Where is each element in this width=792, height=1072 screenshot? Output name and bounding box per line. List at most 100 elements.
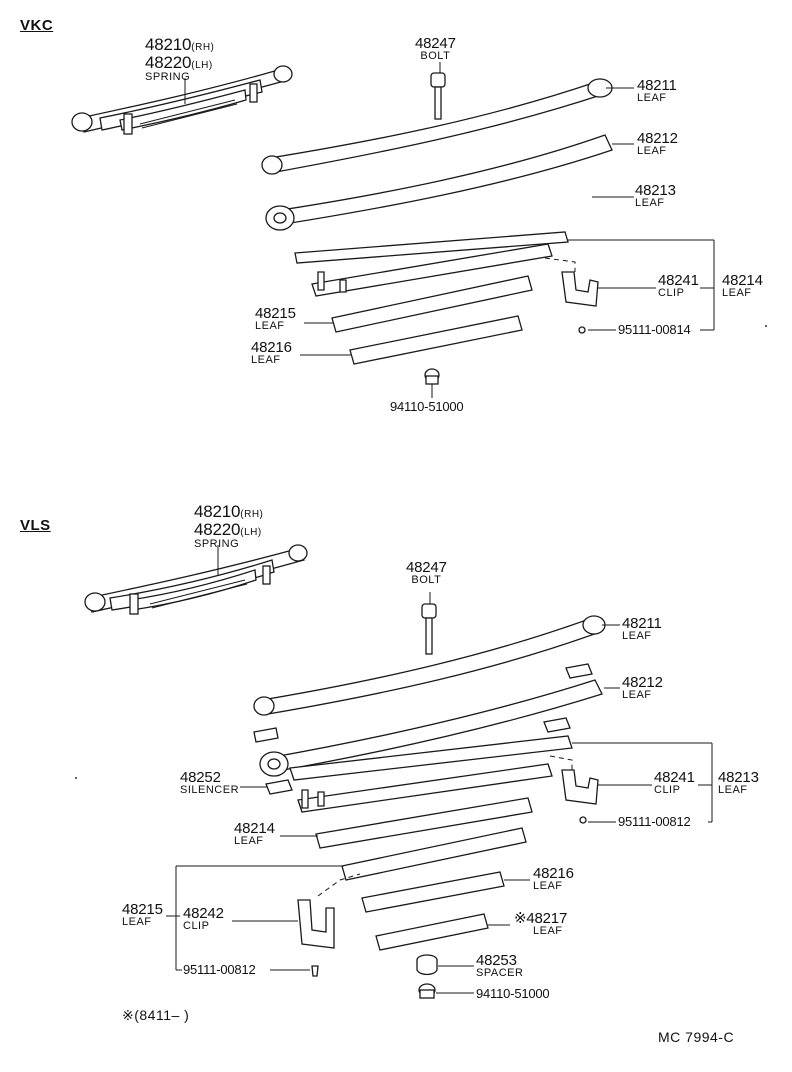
- part-name: LEAF: [622, 689, 652, 701]
- part-number: 48212: [637, 130, 678, 147]
- vls-leaf7-drawing: [361, 871, 505, 913]
- part-name: LEAF: [635, 197, 665, 209]
- part-suffix: (LH): [191, 60, 213, 71]
- part-suffix: (RH): [191, 42, 215, 53]
- vls-pad-upper-drawing: [253, 663, 593, 743]
- part-suffix: (LH): [240, 527, 262, 538]
- vls-group-callout: 48213 LEAF: [718, 770, 759, 796]
- vls-leaf5-drawing: [315, 797, 533, 849]
- vkc-spring-assembly-drawing: [71, 65, 293, 135]
- part-number: 48247: [406, 559, 447, 576]
- vls-nut-drawing: [418, 983, 436, 999]
- vkc-clip-callout: 48241 CLIP: [658, 273, 699, 299]
- part-name: LEAF: [622, 630, 652, 642]
- part-number: 48216: [251, 339, 292, 356]
- part-number: 48212: [622, 674, 663, 691]
- part-name: LEAF: [122, 916, 152, 928]
- vls-silencer-drawing: [265, 779, 293, 795]
- vls-rivet2-part-number: 95111-00812: [183, 962, 256, 977]
- vls-rivet-part-number: 95111-00812: [618, 814, 691, 829]
- vls-leaf2-drawing: [259, 679, 603, 777]
- part-name: SPACER: [476, 967, 524, 979]
- vkc-clip-drawing: [544, 257, 599, 307]
- vkc-leaf4-drawing: [311, 243, 553, 297]
- part-number: 48242: [183, 905, 224, 922]
- vls-leaf8-drawing: [375, 913, 489, 951]
- vls-clip2-callout: 48242 CLIP: [183, 906, 224, 932]
- vls-leaf1-drawing: [253, 615, 606, 716]
- part-number: 48215: [255, 305, 296, 322]
- part-name: SILENCER: [180, 784, 240, 796]
- vkc-spring-callout: 48210(RH) 48220(LH) SPRING: [145, 36, 214, 83]
- part-number: 48252: [180, 769, 221, 786]
- vkc-leaf6-drawing: [349, 315, 523, 365]
- part-name: LEAF: [234, 835, 264, 847]
- section-title-vls: VLS: [20, 517, 51, 534]
- vkc-leaf1-callout: 48211 LEAF: [637, 78, 677, 104]
- vls-spring-callout: 48210(RH) 48220(LH) SPRING: [194, 503, 263, 550]
- part-number: 48253: [476, 952, 517, 969]
- speck: [765, 325, 767, 327]
- vls-leaf4-drawing: [297, 763, 553, 813]
- vkc-nut-drawing: [424, 368, 440, 385]
- part-name: LEAF: [533, 880, 563, 892]
- vls-group2-callout: 48215 LEAF: [122, 902, 163, 928]
- vls-silencer-callout: 48252 SILENCER: [180, 770, 239, 796]
- vkc-group-callout: 48214 LEAF: [722, 273, 763, 299]
- vls-clip-drawing: [549, 755, 599, 805]
- part-number: 48216: [533, 865, 574, 882]
- part-name: BOLT: [411, 574, 442, 586]
- part-name: LEAF: [251, 354, 281, 366]
- vls-rivet-drawing: [311, 816, 587, 977]
- vkc-bolt-callout: 48247 BOLT: [415, 36, 456, 62]
- vkc-leaf2-drawing: [265, 134, 613, 231]
- part-name: LEAF: [722, 287, 752, 299]
- vkc-leaf5-drawing: [331, 275, 533, 333]
- speck: [75, 777, 77, 779]
- vls-leaf2-callout: 48212 LEAF: [622, 675, 663, 701]
- part-number: 48210: [194, 502, 241, 521]
- vkc-rivet-part-number: 95111-00814: [618, 322, 691, 337]
- part-number: ※48217: [514, 910, 568, 927]
- vkc-leaf6-callout: 48216 LEAF: [251, 340, 292, 366]
- part-name: SPRING: [194, 538, 240, 550]
- vls-leaf7-callout: ※48217 LEAF: [514, 911, 567, 937]
- section-title-vkc: VKC: [20, 17, 54, 34]
- part-name: BOLT: [420, 50, 451, 62]
- vls-clip-callout: 48241 CLIP: [654, 770, 695, 796]
- part-number: 48211: [622, 615, 662, 632]
- part-number: 48214: [234, 820, 275, 837]
- part-number: 48210: [145, 35, 192, 54]
- part-suffix: (RH): [240, 509, 264, 520]
- vls-leader-lines: [166, 545, 713, 994]
- part-name: LEAF: [637, 92, 667, 104]
- part-name: LEAF: [718, 784, 748, 796]
- vls-spacer-callout: 48253 SPACER: [476, 953, 523, 979]
- part-number: 48247: [415, 35, 456, 52]
- vls-spring-assembly-drawing: [84, 544, 308, 615]
- part-number: 48213: [635, 182, 676, 199]
- part-name: CLIP: [654, 784, 681, 796]
- vls-nut-part-number: 94110-51000: [476, 986, 550, 1001]
- vls-leaf3-drawing: [289, 735, 573, 781]
- vkc-leaf3-drawing: [294, 231, 569, 264]
- part-number: 48215: [122, 901, 163, 918]
- vkc-rivet-drawing: [578, 326, 586, 334]
- part-number: 48241: [658, 272, 699, 289]
- catalog-code: MC 7994-C: [658, 1029, 735, 1045]
- vls-leaf6-callout: 48216 LEAF: [533, 866, 574, 892]
- vkc-leaf3-callout: 48213 LEAF: [635, 183, 676, 209]
- part-name: LEAF: [533, 925, 563, 937]
- vls-leaf4-callout: 48214 LEAF: [234, 821, 275, 847]
- part-number: 48241: [654, 769, 695, 786]
- part-number: 48213: [718, 769, 759, 786]
- vkc-leaf5-callout: 48215 LEAF: [255, 306, 296, 332]
- part-name: CLIP: [658, 287, 685, 299]
- part-number: 48211: [637, 77, 677, 94]
- vkc-nut-part-number: 94110-51000: [390, 399, 464, 414]
- part-name: SPRING: [145, 71, 191, 83]
- vls-bolt-drawing: [421, 603, 437, 655]
- vls-bolt-callout: 48247 BOLT: [406, 560, 447, 586]
